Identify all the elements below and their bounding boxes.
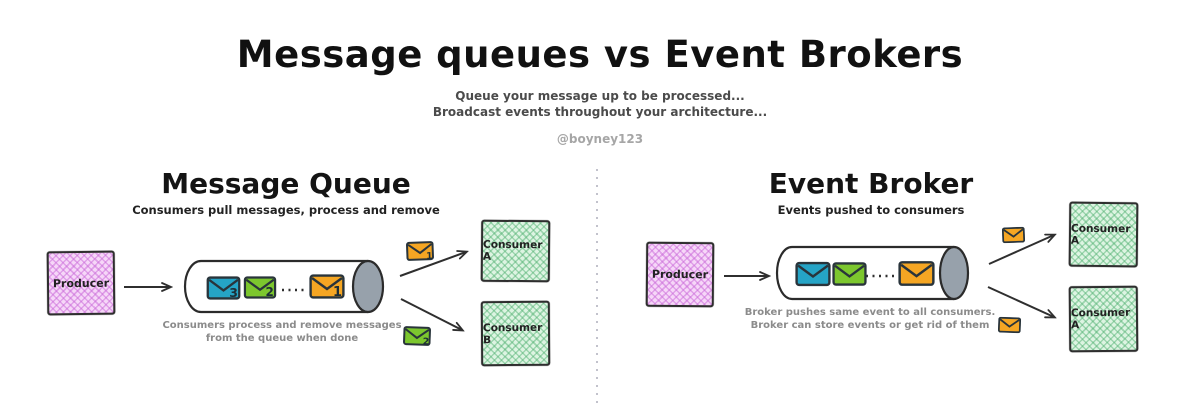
envelope-icon [832,262,867,286]
envelope-icon: 1 [406,241,434,262]
event-broker-subheading: Events pushed to consumers [777,203,965,217]
message-number: 1 [333,285,342,299]
page-subtitle: Queue your message up to be processed...… [0,88,1200,120]
author-handle: @boyney123 [556,132,644,146]
envelope-icon: 2 [243,276,277,299]
cylinder-end-cap [938,245,970,301]
envelope-icon: 2 [403,326,431,346]
consumer-a2-label: Consumer A [1070,306,1131,332]
consumer-b-label: Consumer B [482,321,543,346]
event-broker-note-line1: Broker pushes same event to all consumer… [744,307,996,318]
message-queue-heading: Message Queue [161,167,411,200]
producer-label: Producer [52,276,110,290]
envelope-icon [795,261,831,287]
producer-node: Producer [46,250,116,316]
cylinder-end-cap [351,259,385,314]
message-queue-note-line2: from the queue when done [205,333,359,344]
envelope-icon [1001,226,1026,244]
envelope-icon: 1 [309,274,345,299]
message-queue-note-line1: Consumers process and remove messages [162,320,402,331]
envelope-icon [898,261,935,286]
message-number: 1 [426,251,433,262]
message-number: 3 [229,285,238,300]
producer-node: Producer [645,241,715,308]
consumer-a-node: Consumer A [480,219,551,283]
consumer-a2-node: Consumer A [1068,285,1139,353]
message-number: 2 [265,285,273,299]
consumer-a1-node: Consumer A [1068,201,1139,268]
producer-label: Producer [651,267,709,282]
consumer-a1-label: Consumer A [1070,222,1131,247]
envelope-icon [997,316,1022,334]
event-broker-heading: Event Broker [768,167,974,200]
event-broker-note-line2: Broker can store events or get rid of th… [750,320,990,331]
message-number: 2 [423,336,430,346]
envelope-icon: 3 [206,276,241,300]
page-subtitle-line2: Broadcast events throughout your archite… [432,105,768,119]
message-queue-note: Consumers process and remove messages fr… [132,319,432,345]
page-subtitle-line1: Queue your message up to be processed... [455,89,745,103]
consumer-a-label: Consumer A [482,238,543,263]
message-queue-subheading: Consumers pull messages, process and rem… [132,203,440,217]
consumer-b-node: Consumer B [480,300,551,367]
event-broker-note: Broker pushes same event to all consumer… [720,306,1020,332]
page-title: Message queues vs Event Brokers [236,33,964,76]
